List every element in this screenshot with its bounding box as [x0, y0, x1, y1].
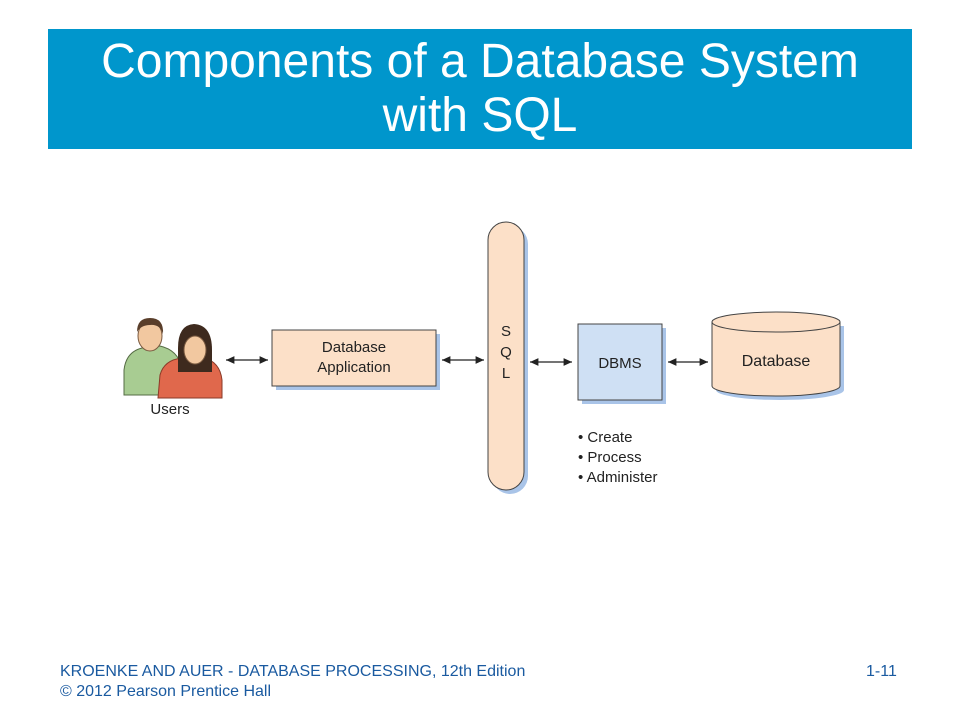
footer-citation: KROENKE AND AUER - DATABASE PROCESSING, …	[60, 662, 525, 702]
dbms-box: DBMS	[577, 323, 666, 404]
dbms-function-create: • Create	[578, 429, 632, 446]
dbms-function-administer: • Administer	[578, 469, 657, 486]
slide-title: Components of a Database System with SQL	[101, 35, 859, 142]
app-label-line1: Database	[322, 339, 386, 356]
sql-letter-l: L	[502, 365, 510, 382]
slide-number: 1-11	[866, 663, 897, 680]
dbms-label: DBMS	[598, 355, 641, 372]
users-icon	[123, 318, 223, 399]
sql-letter-s: S	[501, 323, 511, 340]
dbms-function-process: • Process	[578, 449, 642, 466]
sql-letter-q: Q	[500, 344, 512, 361]
dbms-functions-list: • Create • Process • Administer	[578, 429, 657, 486]
footer-line1: KROENKE AND AUER - DATABASE PROCESSING, …	[60, 663, 526, 680]
sql-pillar: S Q L	[487, 221, 528, 494]
users-label: Users	[150, 401, 189, 418]
app-label-line2: Application	[317, 359, 390, 376]
database-label: Database	[742, 353, 811, 370]
database-cylinder: Database	[711, 311, 844, 400]
footer-line2: © 2012 Pearson Prentice Hall	[60, 683, 272, 700]
title-bar: Components of a Database System with SQL	[48, 29, 912, 149]
database-application-box: Database Application	[271, 329, 440, 390]
